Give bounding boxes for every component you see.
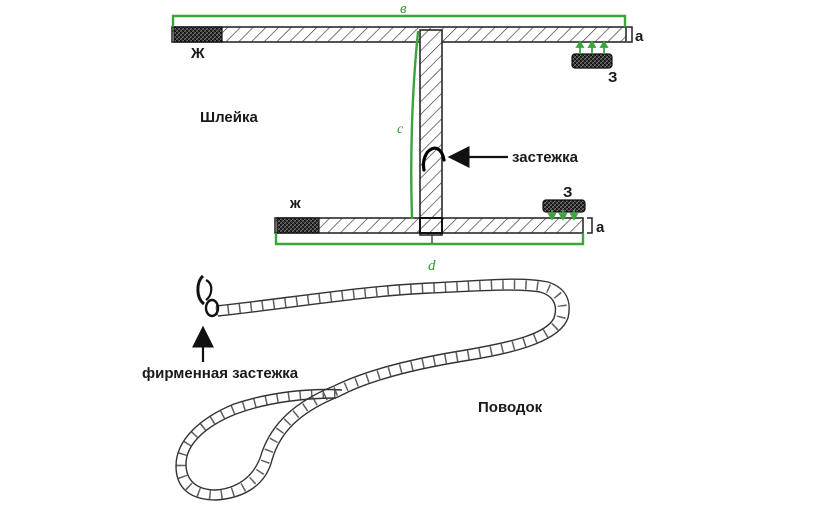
harness-title: Шлейка bbox=[200, 109, 258, 126]
velcro-z-top-label: З bbox=[608, 69, 617, 86]
top-strap bbox=[171, 26, 627, 43]
dimension-a-bottom-label: а bbox=[596, 219, 605, 236]
dimension-b-line bbox=[171, 14, 627, 28]
harness-clasp-label: застежка bbox=[512, 149, 579, 166]
top-strap-velcro-zh bbox=[173, 26, 223, 43]
dimension-a-top-bracket bbox=[627, 26, 633, 43]
leash-clasp-label: фирменная застежка bbox=[142, 365, 299, 382]
leash-title: Поводок bbox=[478, 399, 543, 416]
dimension-d-label: d bbox=[428, 258, 436, 274]
velcro-zh-top-label: Ж bbox=[190, 45, 205, 62]
dimension-c-line bbox=[410, 30, 420, 220]
velcro-zh-bottom-label: ж bbox=[289, 195, 301, 212]
dimension-a-bottom-bracket bbox=[587, 217, 593, 234]
velcro-z-bottom-label: З bbox=[563, 184, 572, 201]
leash-rope-inner bbox=[185, 289, 557, 491]
dimension-c-label: с bbox=[397, 122, 404, 137]
dimension-a-top-label: а bbox=[635, 28, 644, 45]
vertical-strap-overlap bbox=[419, 217, 443, 234]
harness: в с d а а Ж ж З З Шлейка застежка bbox=[171, 1, 644, 274]
harness-clasp-icon bbox=[421, 146, 446, 172]
leash-rope-stitching bbox=[176, 280, 567, 500]
bottom-strap-velcro-zh bbox=[276, 217, 320, 234]
velcro-z-top bbox=[571, 53, 613, 69]
leash-brand-clasp-icon bbox=[196, 274, 220, 318]
vertical-strap bbox=[419, 29, 443, 236]
velcro-z-top-arrows bbox=[575, 40, 609, 54]
leash-rope-outer bbox=[175, 278, 570, 501]
velcro-z-bottom bbox=[542, 199, 586, 213]
leash: фирменная застежка Поводок bbox=[142, 274, 570, 501]
velcro-z-bottom-arrows bbox=[547, 210, 579, 221]
dimension-d-line bbox=[274, 232, 585, 246]
dimension-b-label: в bbox=[400, 1, 407, 17]
